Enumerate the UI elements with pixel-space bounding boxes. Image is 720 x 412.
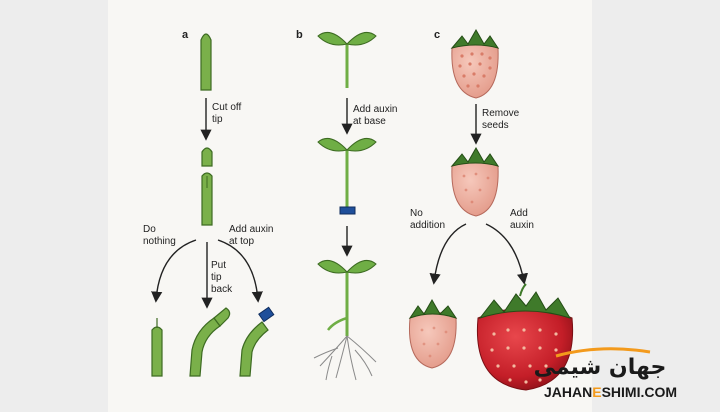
watermark-url: JAHANESHIMI.COM <box>544 384 677 400</box>
panel-label-c: c <box>434 29 440 41</box>
arrow-do-nothing <box>151 239 197 303</box>
strawberry-deseeded <box>450 146 500 217</box>
arrow-add-auxin-top <box>217 239 263 303</box>
seedling-3-leaf-lower <box>327 316 348 331</box>
seedling-1-leaf-right <box>346 31 377 46</box>
watermark-swoosh <box>555 347 651 358</box>
add-auxin-top-label-2: at top <box>229 236 254 247</box>
panel-label-a: a <box>182 29 189 41</box>
arrow-no-addition <box>429 223 467 285</box>
watermark-logo: جهان شیمی JAHANESHIMI.COM <box>534 347 677 400</box>
watermark-persian-text: جهان شیمی <box>534 355 667 380</box>
strawberry-no-addition <box>408 298 458 369</box>
put-tip-label-1: Put <box>211 260 226 271</box>
remove-seeds-label-2: seeds <box>482 120 509 131</box>
cut-label-1: Cut off <box>212 102 241 113</box>
result-no-tip <box>151 326 163 377</box>
adventitious-roots <box>313 335 377 381</box>
seedling-3-leaf-left <box>317 259 348 274</box>
strawberry-auxin-added <box>476 283 574 391</box>
seedling-2-leaf-left <box>317 137 348 152</box>
add-auxin-label-2: auxin <box>510 220 534 231</box>
panel-label-b: b <box>296 29 303 41</box>
seedling-2-leaf-right <box>346 137 377 152</box>
auxin-block-top <box>258 306 275 323</box>
put-tip-label-3: back <box>211 284 233 295</box>
arrow-add-auxin <box>485 223 529 285</box>
put-tip-label-2: tip <box>211 272 222 283</box>
remove-seeds-label-1: Remove <box>482 108 520 119</box>
add-auxin-label-1: Add <box>510 208 528 219</box>
result-tip-replaced <box>189 317 221 377</box>
no-addition-label-2: addition <box>410 220 445 231</box>
no-addition-label-1: No <box>410 208 423 219</box>
do-nothing-label-2: nothing <box>143 236 176 247</box>
decapitated-coleoptile <box>201 172 213 226</box>
result-auxin-top <box>239 321 269 377</box>
do-nothing-label-1: Do <box>143 224 156 235</box>
add-auxin-base-label-2: at base <box>353 116 386 127</box>
coleoptile-intact <box>200 33 212 91</box>
cut-label-2: tip <box>212 114 223 125</box>
seedling-1-leaf-left <box>317 31 348 46</box>
auxin-block-base <box>339 206 356 215</box>
add-auxin-base-label-1: Add auxin <box>353 104 397 115</box>
seedling-3-leaf-right <box>346 259 377 274</box>
strawberry-intact <box>450 28 500 99</box>
excised-tip <box>201 147 213 167</box>
replaced-tip <box>213 307 231 327</box>
add-auxin-top-label-1: Add auxin <box>229 224 273 235</box>
